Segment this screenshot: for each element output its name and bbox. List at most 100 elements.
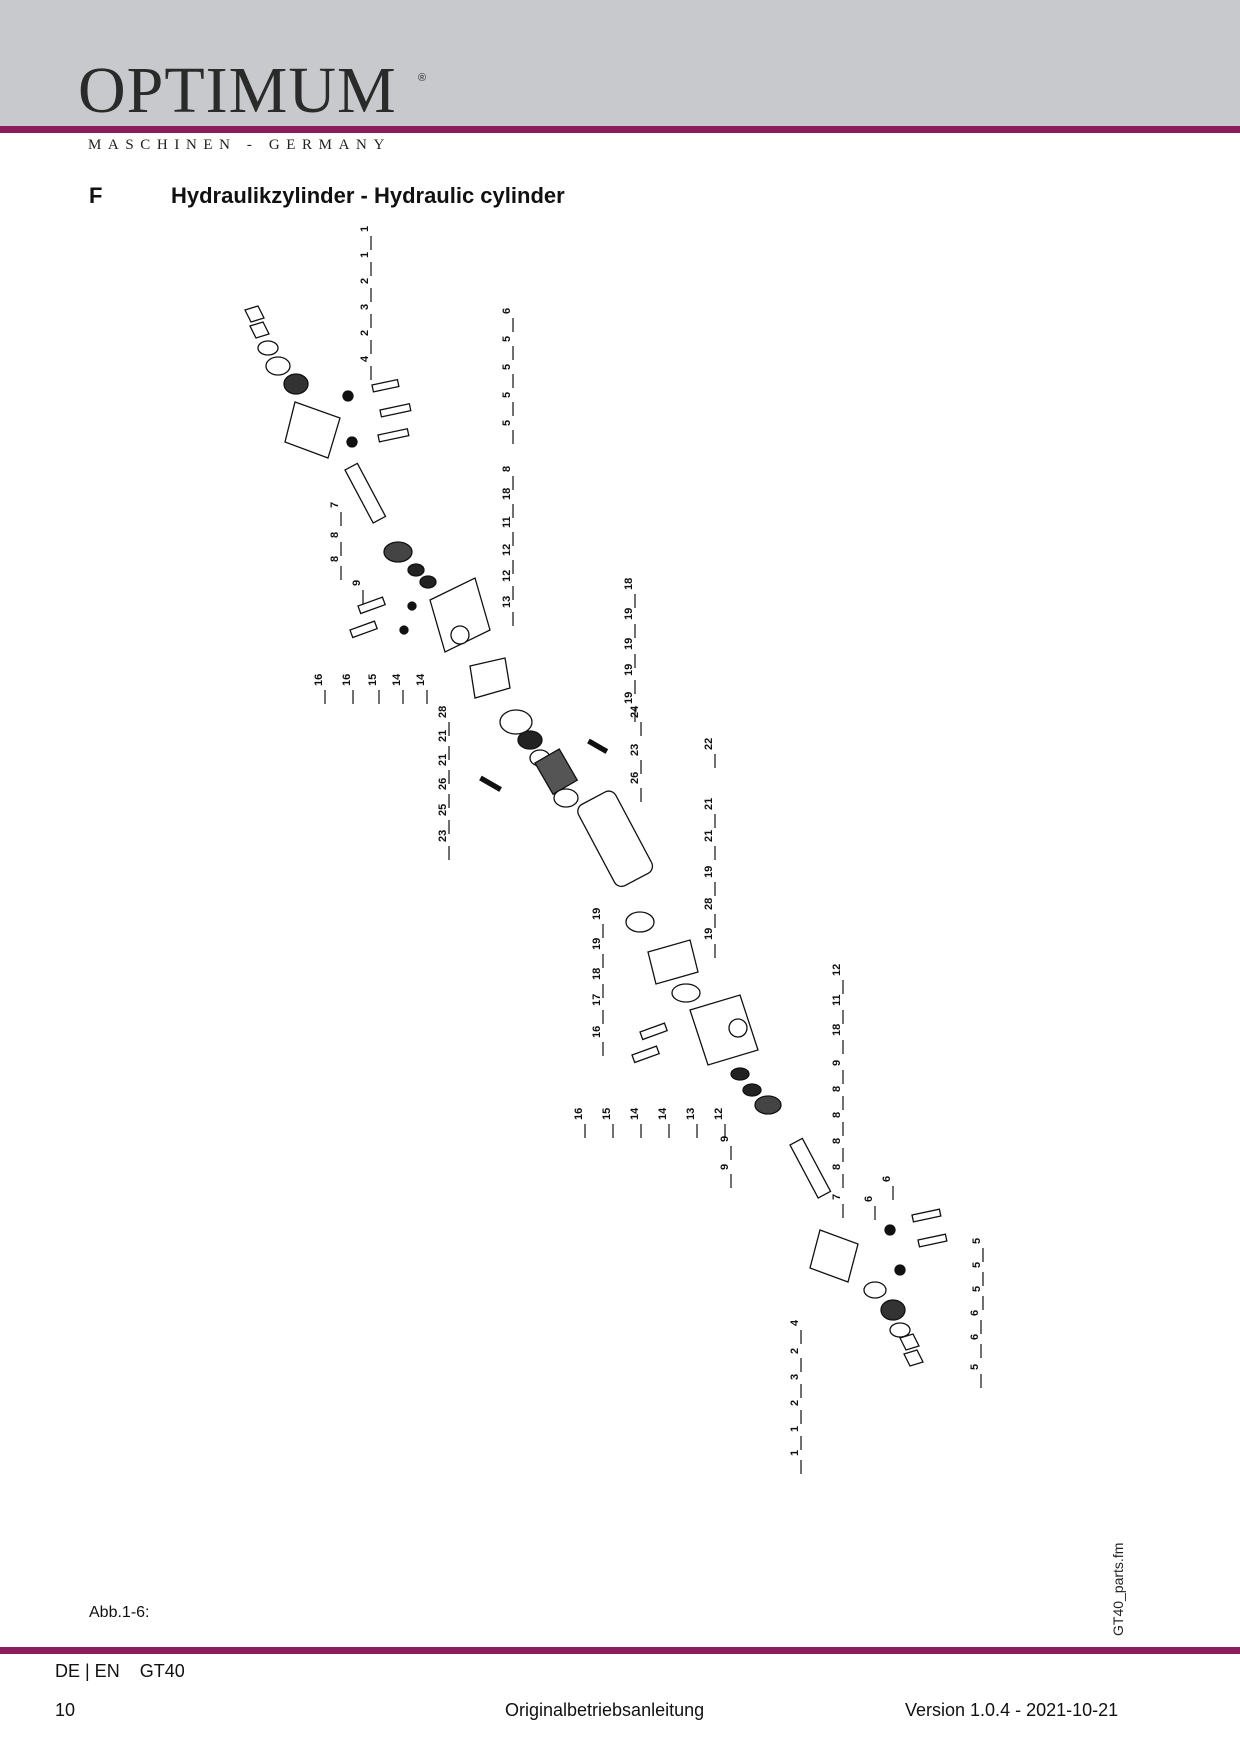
seal-ring-part <box>517 730 543 750</box>
seal-ring-part <box>419 575 437 589</box>
part-number-label: 19 <box>623 692 635 704</box>
part-number-label: 16 <box>573 1108 585 1120</box>
gland-part <box>383 541 413 563</box>
part-number-label: 5 <box>971 1238 983 1244</box>
part-number-label: 23 <box>629 744 641 756</box>
parts-upper-block <box>349 541 654 888</box>
end-plate-part <box>809 1229 859 1283</box>
port-part <box>728 1018 748 1038</box>
part-number-label: 8 <box>831 1086 843 1092</box>
part-number-label: 19 <box>623 608 635 620</box>
part-number-label: 24 <box>629 705 641 718</box>
bolt-part <box>349 620 379 639</box>
part-number-label: 3 <box>359 304 371 310</box>
seal-ring-part <box>407 563 425 577</box>
part-number-label: 26 <box>437 778 449 790</box>
part-number-label: 5 <box>971 1262 983 1268</box>
part-number-label: 21 <box>437 754 449 766</box>
bearing-part <box>880 1299 906 1321</box>
part-number-label: 6 <box>969 1310 981 1316</box>
part-number-label: 5 <box>501 364 513 370</box>
part-number-label: 1 <box>789 1450 801 1456</box>
part-number-label: 12 <box>501 570 513 582</box>
part-number-label: 22 <box>703 738 715 750</box>
part-number-label: 7 <box>329 502 341 508</box>
seal-ring-part <box>399 625 409 635</box>
part-number-label: 14 <box>415 673 427 686</box>
part-number-label: 9 <box>351 580 363 586</box>
part-number-label: 19 <box>591 938 603 950</box>
part-number-label: 21 <box>703 830 715 842</box>
part-number-label: 11 <box>831 994 843 1006</box>
flange-part <box>647 939 699 985</box>
part-number-label: 28 <box>703 898 715 910</box>
seal-ring-part <box>884 1224 896 1236</box>
part-number-label: 1 <box>789 1426 801 1432</box>
part-number-label: 11 <box>501 516 513 528</box>
part-number-label: 19 <box>703 866 715 878</box>
part-number-label: 19 <box>623 664 635 676</box>
parts-top <box>244 305 412 524</box>
part-number-label: 16 <box>591 1026 603 1038</box>
part-number-label: 8 <box>831 1164 843 1170</box>
part-number-label: 9 <box>719 1136 731 1142</box>
part-number-label: 25 <box>437 804 449 816</box>
o-ring-part <box>625 911 655 933</box>
part-number-label: 12 <box>831 964 843 976</box>
footer-accent-line <box>0 1647 1240 1654</box>
part-number-label: 4 <box>359 355 371 362</box>
part-number-label: 17 <box>591 994 603 1006</box>
part-number-label: 6 <box>881 1176 893 1182</box>
section-title: Hydraulikzylinder - Hydraulic cylinder <box>171 183 565 208</box>
part-number-label: 2 <box>359 330 371 336</box>
washer-part <box>265 356 291 376</box>
piston-part <box>534 748 579 796</box>
registered-mark: ® <box>418 72 427 84</box>
part-number-label: 12 <box>501 544 513 556</box>
part-number-label: 8 <box>831 1138 843 1144</box>
part-number-label: 21 <box>703 798 715 810</box>
part-number-label: 18 <box>623 578 635 590</box>
part-number-label: 6 <box>969 1334 981 1340</box>
part-number-label: 13 <box>501 596 513 608</box>
part-number-label: 26 <box>629 772 641 784</box>
nut-part <box>244 305 265 323</box>
bearing-part <box>283 373 309 395</box>
part-number-label: 23 <box>437 830 449 842</box>
seal-ring-part <box>342 390 354 402</box>
part-number-label: 4 <box>789 1319 801 1326</box>
part-number-label: 8 <box>329 556 341 562</box>
header-band <box>0 0 1240 126</box>
brand-logo: OPTIMUM <box>78 54 397 127</box>
part-number-label: 5 <box>971 1286 983 1292</box>
seal-ring-part <box>742 1083 762 1097</box>
nut-part <box>903 1349 924 1367</box>
part-number-label: 14 <box>657 1107 669 1120</box>
footer-version: Version 1.0.4 - 2021-10-21 <box>905 1700 1119 1720</box>
footer-page-number: 10 <box>55 1700 76 1720</box>
part-number-label: 16 <box>341 674 353 686</box>
pin-part <box>479 775 502 792</box>
bolt-part <box>371 378 400 393</box>
brand-tagline: MASCHINEN - GERMANY <box>88 137 391 153</box>
part-number-label: 9 <box>831 1060 843 1066</box>
part-number-label: 2 <box>359 278 371 284</box>
end-plate-part <box>284 401 341 459</box>
part-number-label: 12 <box>713 1108 725 1120</box>
o-ring-part <box>553 788 579 808</box>
washer-part <box>889 1322 911 1338</box>
part-number-label: 15 <box>601 1108 613 1120</box>
part-number-label: 5 <box>501 392 513 398</box>
part-number-label: 14 <box>391 673 403 686</box>
seal-ring-part <box>346 436 358 448</box>
gland-part <box>754 1095 782 1115</box>
bolt-part <box>379 402 412 418</box>
nut-part <box>249 321 270 339</box>
part-number-label: 9 <box>719 1164 731 1170</box>
part-number-label: 2 <box>789 1348 801 1354</box>
o-ring-part <box>671 983 701 1003</box>
washer-part <box>257 340 279 356</box>
cylinder-foot-part <box>689 994 759 1066</box>
